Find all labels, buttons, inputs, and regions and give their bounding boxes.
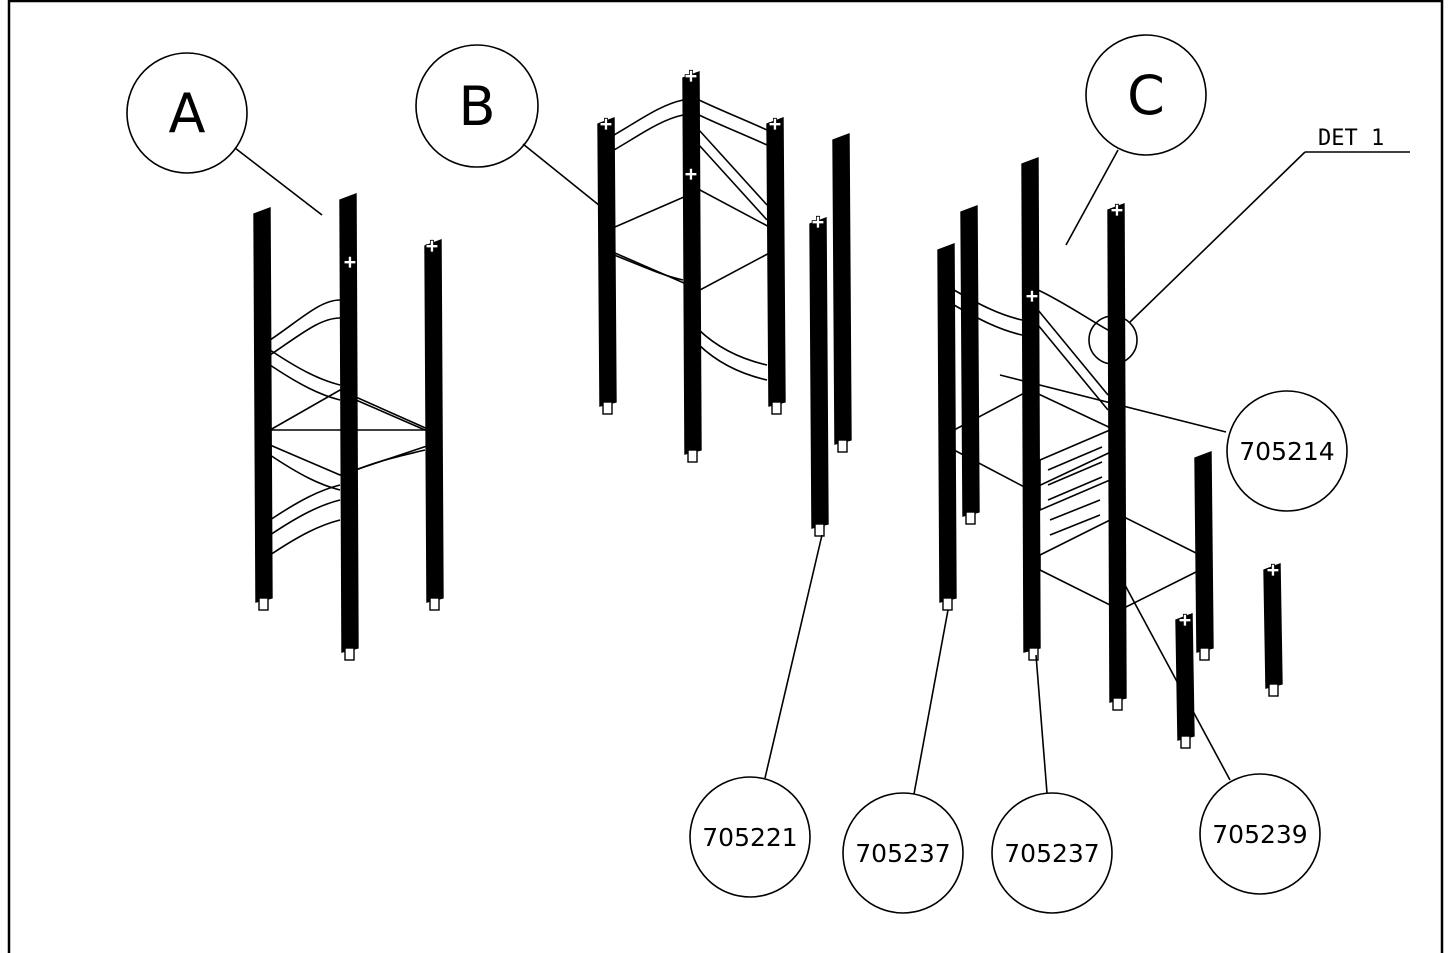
svg-text:✚: ✚	[811, 213, 824, 232]
svg-text:✚: ✚	[684, 67, 697, 86]
callout-705214: 705214	[999, 374, 1348, 512]
callout-a-label: A	[169, 82, 206, 145]
callout-705221-label: 705221	[702, 823, 797, 852]
svg-text:✚: ✚	[1178, 611, 1191, 630]
callout-c: C	[1065, 34, 1207, 246]
part-705221-posts: ✚	[809, 132, 852, 537]
svg-text:✚: ✚	[1110, 201, 1123, 220]
callout-705221: 705221	[689, 534, 823, 898]
assembly-a-frame: ✚ ✚	[253, 192, 444, 661]
svg-text:✚: ✚	[599, 115, 612, 134]
detail-label: DET 1	[1318, 126, 1384, 151]
svg-text:✚: ✚	[343, 253, 356, 272]
callout-b: B	[415, 44, 606, 211]
svg-text:✚: ✚	[684, 165, 697, 184]
callout-705237-right-label: 705237	[1004, 839, 1099, 868]
callout-705214-label: 705214	[1239, 437, 1334, 466]
callout-c-label: C	[1127, 64, 1165, 127]
part-705239-posts: ✚ ✚	[1175, 561, 1283, 749]
assembly-b-frame: ✚ ✚ ✚ ✚	[597, 67, 786, 463]
callout-b-label: B	[458, 75, 495, 138]
svg-text:✚: ✚	[768, 115, 781, 134]
callout-a: A	[126, 52, 323, 216]
detail-callout: DET 1	[1088, 126, 1410, 365]
callout-705239-label: 705239	[1212, 820, 1307, 849]
callout-705237-right: 705237	[991, 654, 1113, 914]
drawing-border	[7, 0, 1444, 953]
callout-705237-left-label: 705237	[855, 839, 950, 868]
svg-text:✚: ✚	[1025, 287, 1038, 306]
svg-text:✚: ✚	[1266, 561, 1279, 580]
callout-705237-left: 705237	[842, 609, 964, 914]
assembly-c-frame: ✚ ✚	[937, 156, 1214, 711]
callout-705239: 705239	[1124, 584, 1321, 895]
svg-text:✚: ✚	[425, 237, 438, 256]
